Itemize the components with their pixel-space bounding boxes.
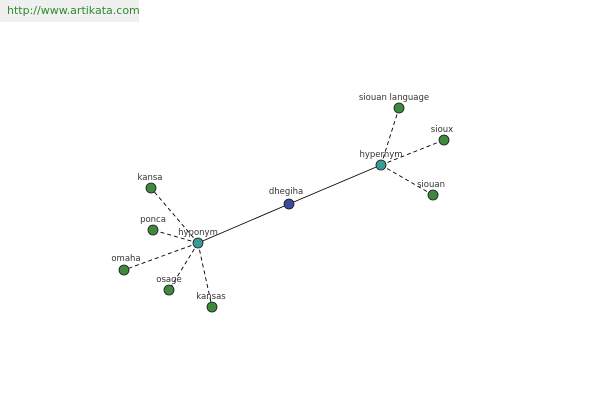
node-hyponym-dot[interactable] bbox=[192, 237, 204, 249]
node-kansas[interactable]: kansas bbox=[196, 292, 226, 313]
node-hyponym-label: hyponym bbox=[178, 228, 218, 238]
edge-dhegiha-hypernym bbox=[288, 164, 382, 205]
node-siouan-label: siouan bbox=[417, 180, 445, 190]
node-kansas-dot[interactable] bbox=[206, 301, 218, 313]
node-omaha-dot[interactable] bbox=[118, 264, 130, 276]
node-kansa-dot[interactable] bbox=[145, 182, 157, 194]
edge-hyponym-osage bbox=[168, 242, 199, 291]
node-sioux[interactable]: sioux bbox=[431, 125, 453, 146]
node-dhegiha[interactable]: dhegiha bbox=[269, 187, 303, 210]
edge-hyponym-kansas bbox=[197, 242, 213, 308]
node-ponca-label: ponca bbox=[140, 215, 166, 225]
edge-hypernym-siouan-language bbox=[380, 107, 400, 166]
graph-nodes: kansa ponca omaha osage kansas siouan languag… bbox=[111, 93, 453, 313]
node-hyponym[interactable]: hyponym bbox=[178, 228, 218, 249]
node-hypernym-dot[interactable] bbox=[375, 159, 387, 171]
node-hypernym-label: hypernym bbox=[359, 150, 402, 160]
node-siouan-language-dot[interactable] bbox=[393, 102, 405, 114]
node-dhegiha-dot[interactable] bbox=[283, 198, 295, 210]
node-sioux-dot[interactable] bbox=[438, 134, 450, 146]
node-siouan-language[interactable]: siouan language bbox=[359, 93, 429, 114]
node-siouan-dot[interactable] bbox=[427, 189, 439, 201]
edge-hyponym-kansa bbox=[150, 187, 199, 244]
edge-hypernym-sioux bbox=[380, 139, 445, 166]
edge-hyponym-omaha bbox=[123, 242, 199, 271]
node-ponca[interactable]: ponca bbox=[140, 215, 166, 236]
node-kansa[interactable]: kansa bbox=[137, 173, 163, 194]
node-hypernym[interactable]: hypernym bbox=[359, 150, 403, 171]
node-omaha-label: omaha bbox=[111, 254, 140, 264]
edge-hypernym-siouan bbox=[380, 164, 434, 196]
source-link[interactable]: http://www.artikata.com bbox=[0, 0, 140, 22]
node-omaha[interactable]: omaha bbox=[111, 254, 141, 276]
node-osage-label: osage bbox=[156, 275, 181, 285]
node-kansa-label: kansa bbox=[137, 173, 162, 183]
graph-edges bbox=[123, 107, 445, 308]
node-osage-dot[interactable] bbox=[163, 284, 175, 296]
node-sioux-label: sioux bbox=[431, 125, 453, 135]
node-siouan-language-label: siouan language bbox=[359, 93, 429, 103]
node-ponca-dot[interactable] bbox=[147, 224, 159, 236]
node-siouan[interactable]: siouan bbox=[417, 180, 445, 201]
edge-dhegiha-hyponym bbox=[197, 203, 290, 244]
node-kansas-label: kansas bbox=[196, 292, 226, 302]
edge-hyponym-ponca bbox=[152, 229, 199, 244]
node-osage[interactable]: osage bbox=[156, 275, 182, 296]
node-dhegiha-label: dhegiha bbox=[269, 187, 303, 197]
